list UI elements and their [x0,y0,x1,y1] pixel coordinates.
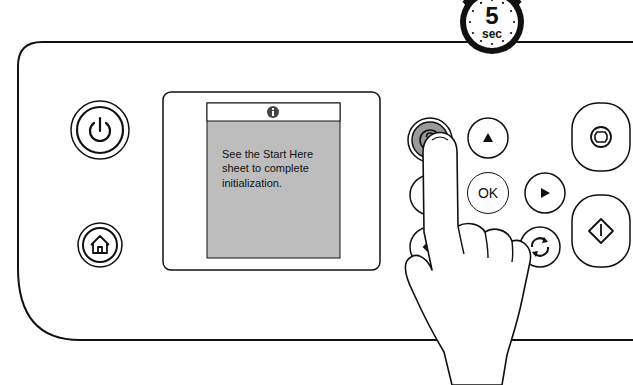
lcd-message: See the Start Here sheet to complete ini… [207,121,340,258]
tick-mark [491,0,493,1]
screen-bezel [163,92,380,270]
stop-button [572,103,630,171]
tick-mark [491,43,493,45]
stopwatch [460,0,524,54]
pointing-hand [405,133,530,385]
info-icon [267,106,279,118]
start-button [572,195,630,267]
up-button [468,118,508,158]
home-button [78,223,122,267]
tick-mark [502,40,504,42]
panel-outline [18,42,633,340]
lcd-header [207,103,340,121]
node-text: See the Start Here sheet to complete ini… [222,147,330,190]
left-button [410,175,450,215]
tick-mark [472,10,474,12]
lcd-display [207,103,340,258]
tick-mark [472,32,474,34]
tick-mark [510,32,512,34]
node-text: OK [478,186,498,200]
ok-button: OK [467,172,509,214]
power-button [71,101,129,159]
reset-button [520,227,560,267]
tick-mark [480,2,482,4]
tick-mark [502,2,504,4]
node-text: 5 [485,4,498,28]
tick-mark [469,21,471,23]
tick-mark [513,21,515,23]
tick-mark [510,10,512,12]
help-button [408,118,452,162]
right-button [525,173,565,213]
tick-mark [480,40,482,42]
node-text: sec [482,28,502,40]
back-button [410,227,450,267]
